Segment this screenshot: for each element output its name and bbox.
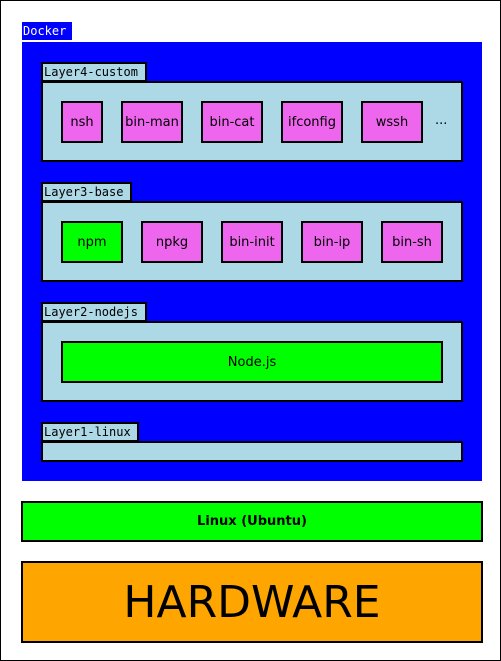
layer4-label: Layer4-custom: [41, 62, 147, 82]
package-nsh: nsh: [61, 101, 103, 143]
host-os-box: Linux (Ubuntu): [21, 501, 483, 542]
layer1-box: [41, 441, 463, 462]
host-os-label: Linux (Ubuntu): [197, 514, 307, 529]
layer1-label: Layer1-linux: [41, 422, 139, 442]
package-bin-init: bin-init: [221, 221, 283, 263]
hardware-label: HARDWARE: [123, 576, 381, 628]
package-nodejs: Node.js: [61, 341, 443, 383]
package-bin-ip: bin-ip: [301, 221, 363, 263]
hardware-box: HARDWARE: [21, 561, 483, 643]
package-npm: npm: [61, 221, 123, 263]
package-bin-man: bin-man: [121, 101, 183, 143]
package-bin-sh: bin-sh: [381, 221, 443, 263]
package-npkg: npkg: [141, 221, 203, 263]
layer2-label: Layer2-nodejs: [41, 302, 147, 322]
docker-label: Docker: [22, 22, 72, 40]
package-wssh: wssh: [361, 101, 423, 143]
more-packages-ellipsis: ...: [435, 113, 448, 128]
layer3-label: Layer3-base: [41, 182, 132, 202]
package-bin-cat: bin-cat: [201, 101, 263, 143]
package-ifconfig: ifconfig: [281, 101, 343, 143]
